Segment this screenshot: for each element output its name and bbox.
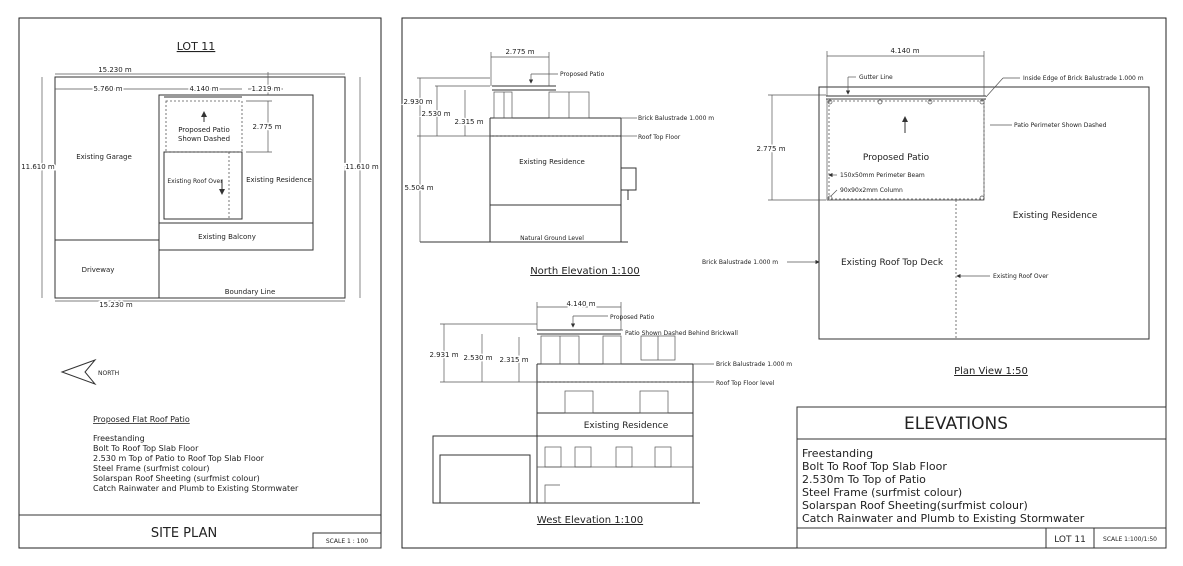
dim-top-width: 15.230 m — [98, 66, 132, 74]
plan-label-residence: Existing Residence — [1013, 211, 1098, 221]
note-line: 2.530 m Top of Patio to Roof Top Slab Fl… — [93, 454, 265, 463]
north-label: NORTH — [98, 370, 119, 377]
plan-label-roof-over: Existing Roof Over — [993, 273, 1049, 280]
west-garage-door — [439, 454, 531, 504]
plan-label-inside-edge: Inside Edge of Brick Balustrade 1.000 m — [1023, 75, 1144, 82]
dim-garage-width: 5.760 m — [93, 85, 122, 93]
label-existing-residence: Existing Residence — [246, 176, 312, 184]
note-line: Solarspan Roof Sheeting (surfmist colour… — [93, 474, 260, 483]
label-existing-garage: Existing Garage — [76, 153, 132, 161]
west-dim-d3: 2.315 m — [499, 356, 528, 364]
north-elevation: 2.775 m 2.930 m 2.530 m 2.315 m 5.504 m … — [402, 48, 714, 277]
plan-dim-width: 4.140 m — [890, 47, 919, 55]
north-elevation-title: North Elevation 1:100 — [530, 266, 640, 277]
north-dim-d3: 2.315 m — [454, 118, 483, 126]
elevations-scale: SCALE 1:100/1:50 — [1103, 536, 1157, 543]
plan-label-column: 90x90x2mm Column — [840, 187, 903, 194]
label-boundary-line: Boundary Line — [225, 288, 276, 296]
plan-label-beam: 150x50mm Perimeter Beam — [840, 172, 925, 179]
site-plan-lot-title: LOT 11 — [177, 40, 216, 53]
west-label-residence: Existing Residence — [584, 421, 669, 431]
elevations-note-line: Steel Frame (surfmist colour) — [802, 486, 962, 499]
plan-label-perimeter: Patio Perimeter Shown Dashed — [1014, 122, 1107, 129]
dim-patio-width: 4.140 m — [189, 85, 218, 93]
north-dim-d1: 2.930 m — [403, 98, 432, 106]
label-driveway: Driveway — [82, 266, 115, 274]
notes-title: Proposed Flat Roof Patio — [93, 415, 190, 424]
note-line: Catch Rainwater and Plumb to Existing St… — [93, 484, 299, 493]
note-line: Bolt To Roof Top Slab Floor — [93, 444, 199, 453]
dim-right-height: 11.610 m — [345, 163, 379, 171]
residence-block — [158, 94, 314, 251]
north-dim-d4: 5.504 m — [404, 184, 433, 192]
north-label-proposed-patio: Proposed Patio — [560, 71, 605, 78]
dim-setback: 1.219 m — [251, 85, 280, 93]
elevations-sheet-frame — [401, 17, 1167, 549]
note-line: Steel Frame (surfmist colour) — [93, 464, 210, 473]
plan-label-proposed-patio: Proposed Patio — [863, 153, 930, 163]
plan-label-gutter: Gutter Line — [859, 74, 893, 81]
west-elevation-title: West Elevation 1:100 — [537, 515, 643, 526]
north-label-ground: Natural Ground Level — [520, 235, 584, 242]
elevations-title: ELEVATIONS — [904, 414, 1008, 434]
site-plan-footer-title: SITE PLAN — [151, 526, 217, 541]
plan-view-title: Plan View 1:50 — [954, 366, 1028, 377]
elevations-note-line: Freestanding — [802, 447, 873, 460]
note-line: Freestanding — [93, 434, 145, 443]
north-label-residence: Existing Residence — [519, 158, 585, 166]
elevations-title-block: ELEVATIONS Freestanding Bolt To Roof Top… — [796, 406, 1167, 549]
label-existing-balcony: Existing Balcony — [198, 233, 256, 241]
west-label-roof-floor: Roof Top Floor level — [716, 380, 775, 387]
plan-dim-depth: 2.775 m — [756, 145, 785, 153]
north-dim-width: 2.775 m — [505, 48, 534, 56]
north-dim-d2: 2.530 m — [421, 110, 450, 118]
west-dim-d2: 2.530 m — [463, 354, 492, 362]
lot-boundary — [54, 76, 346, 299]
dim-left-height: 11.610 m — [21, 163, 55, 171]
west-label-balustrade: Brick Balustrade 1.000 m — [716, 361, 792, 368]
dim-patio-depth: 2.775 m — [252, 123, 281, 131]
plan-label-roof-deck: Existing Roof Top Deck — [841, 258, 944, 268]
west-elevation: 4.140 m 2.931 m 2.530 m 2.315 m Proposed… — [428, 299, 792, 527]
label-proposed-patio: Proposed Patio — [178, 126, 230, 134]
site-plan-scale: SCALE 1 : 100 — [326, 538, 368, 545]
elevations-note-line: Bolt To Roof Top Slab Floor — [802, 460, 947, 473]
proposed-patio-outline — [165, 100, 243, 153]
site-plan-panel: LOT 11 15.230 m 5.760 m 4.140 m 1.219 m — [18, 17, 382, 549]
plan-label-balustrade: Brick Balustrade 1.000 m — [702, 259, 778, 266]
site-plan-frame — [18, 17, 382, 549]
elevations-lot: LOT 11 — [1054, 535, 1086, 545]
label-existing-roof-over: Existing Roof Over — [167, 178, 223, 185]
north-label-roof-floor: Roof Top Floor — [638, 134, 681, 141]
label-shown-dashed: Shown Dashed — [178, 135, 230, 143]
west-label-proposed-patio: Proposed Patio — [610, 314, 655, 321]
elevations-note-line: 2.530m To Top of Patio — [802, 473, 926, 486]
elevations-note-line: Catch Rainwater and Plumb to Existing St… — [802, 512, 1085, 525]
dim-bottom-width: 15.230 m — [99, 301, 133, 309]
north-label-balustrade: Brick Balustrade 1.000 m — [638, 115, 714, 122]
plan-view: 4.140 m 2.775 m Gutter Line Inside Edge … — [702, 47, 1150, 377]
west-dim-width: 4.140 m — [566, 300, 595, 308]
north-arrow-icon — [60, 358, 97, 386]
elevations-note-line: Solarspan Roof Sheeting(surfmist colour) — [802, 499, 1028, 512]
west-dim-d1: 2.931 m — [429, 351, 458, 359]
west-label-patio-dashed: Patio Shown Dashed Behind Brickwall — [625, 330, 738, 337]
